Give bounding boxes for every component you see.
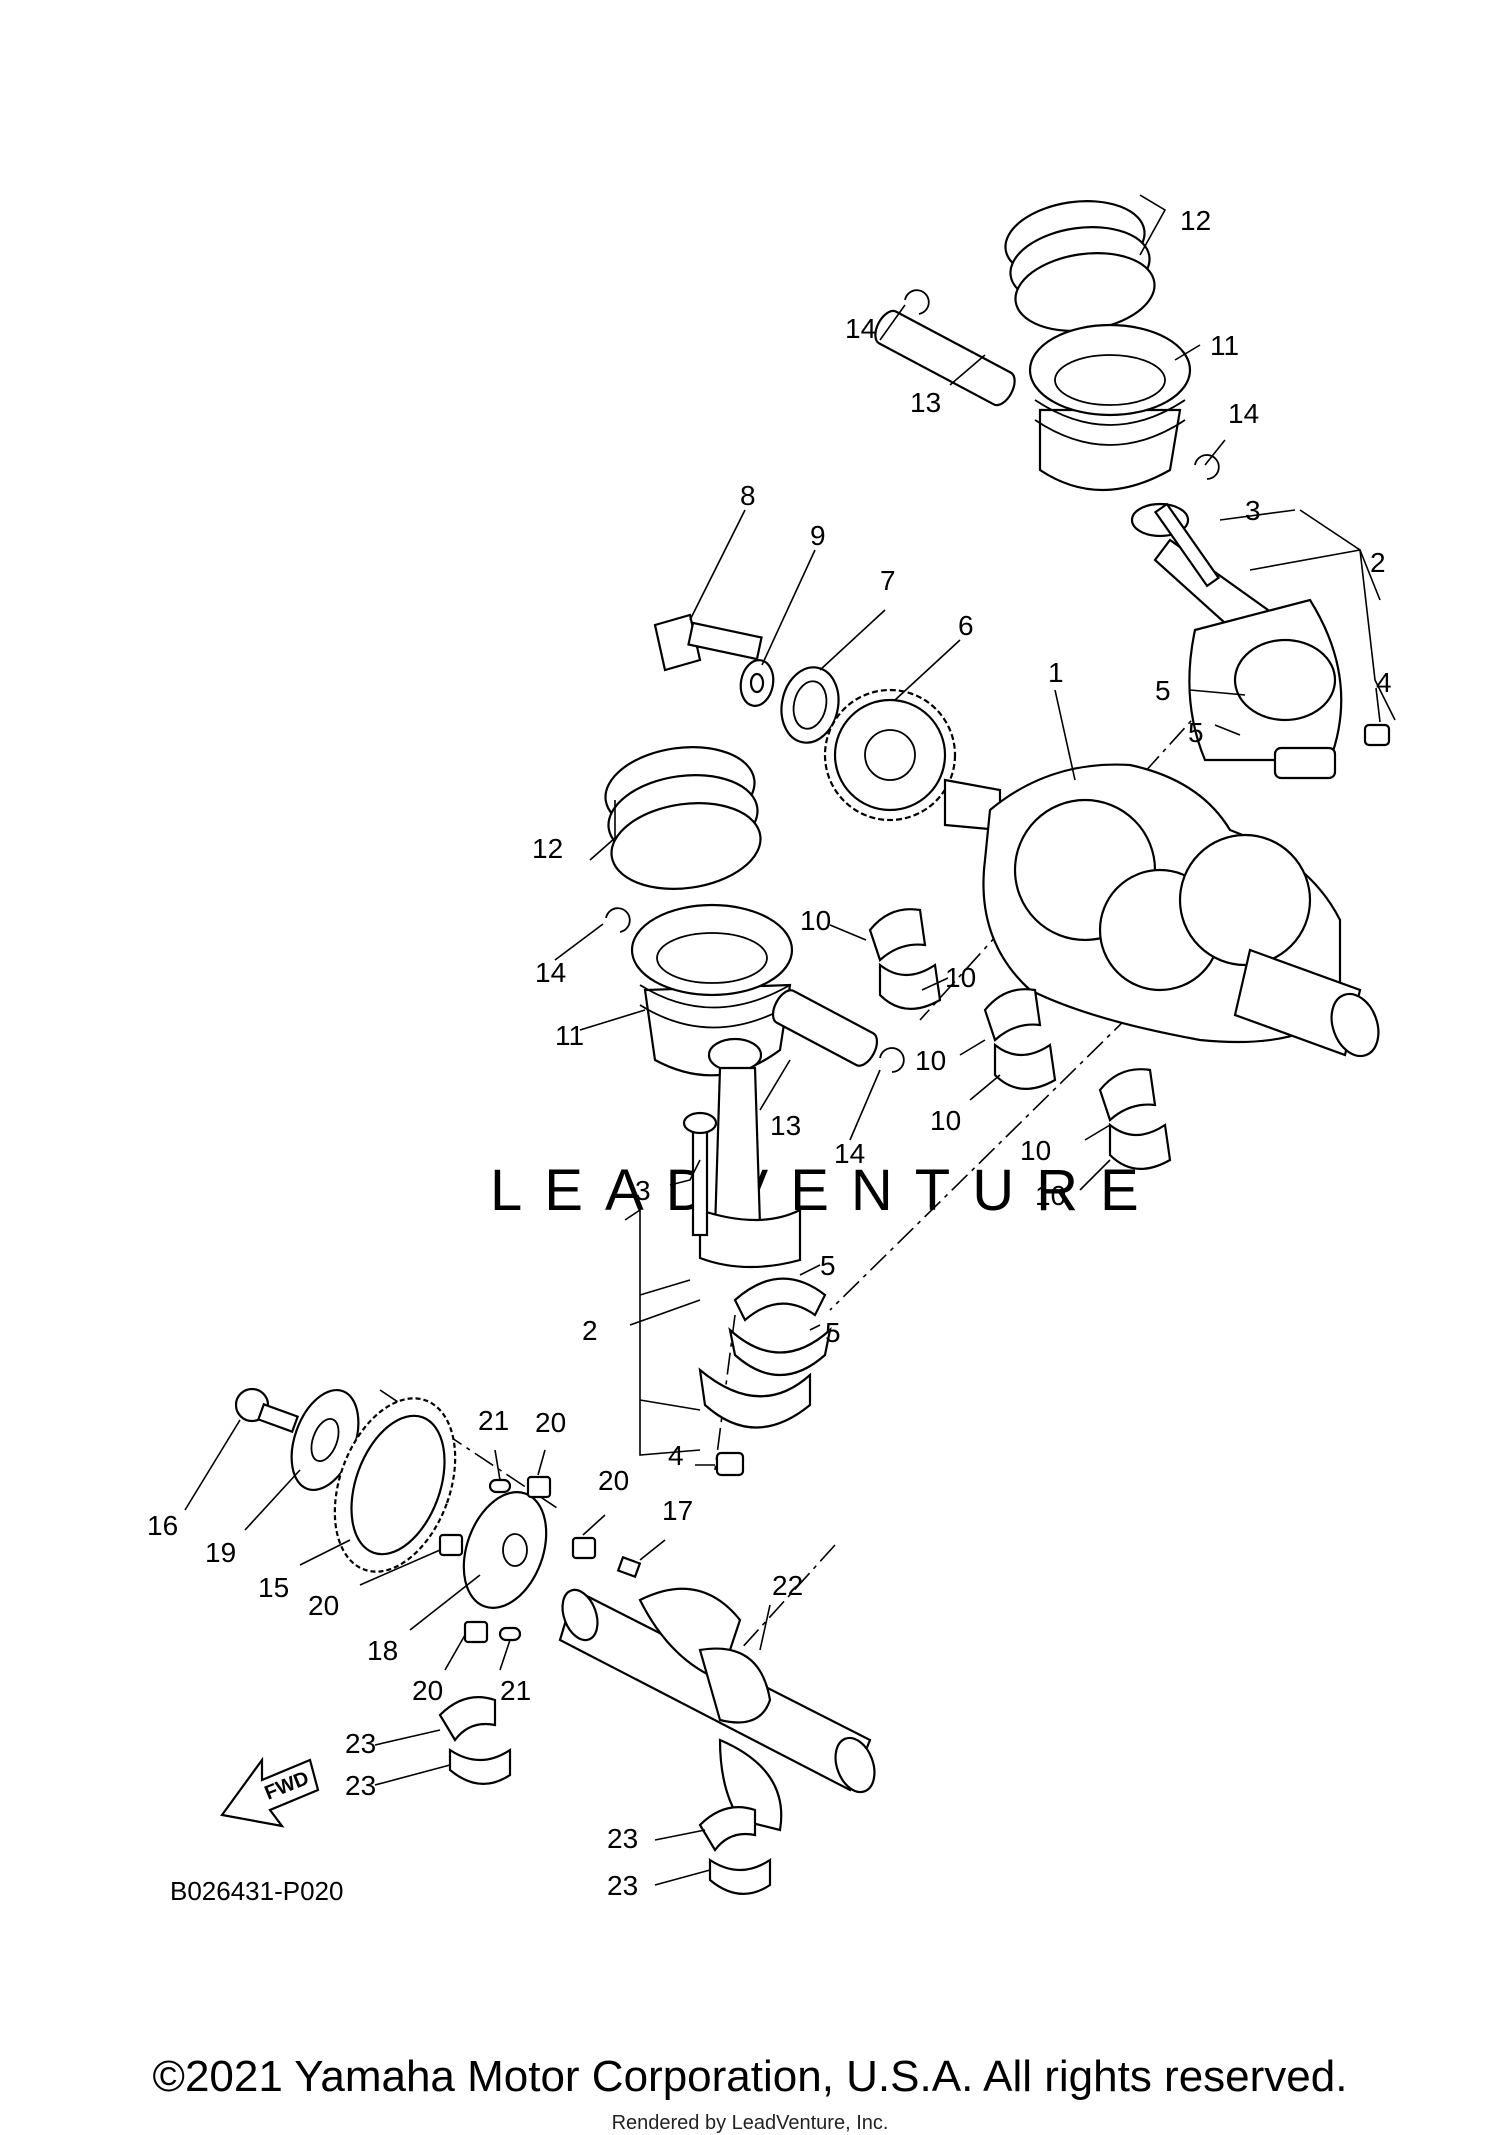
piston-rings-left — [604, 746, 762, 890]
diagram-code: B026431-P020 — [170, 1876, 344, 1906]
callout: 6 — [958, 610, 974, 641]
callout: 10 — [945, 962, 976, 993]
rendered-by-text: Rendered by LeadVenture, Inc. — [611, 2112, 889, 2134]
callout: 12 — [1180, 205, 1211, 236]
needle-bearing-7 — [780, 666, 840, 744]
crankshaft — [943, 763, 1380, 1058]
bearing-10-b — [983, 988, 1057, 1090]
fwd-arrow-icon: FWD — [220, 1756, 320, 1828]
bearing-10-c — [1098, 1068, 1172, 1170]
callout: 13 — [770, 1110, 801, 1141]
callout: 14 — [834, 1138, 865, 1169]
callout: 5 — [825, 1317, 841, 1348]
callout: 15 — [258, 1572, 289, 1603]
washer-9 — [739, 659, 775, 707]
callout: 23 — [607, 1870, 638, 1901]
watermark: LEADVENTURE — [490, 1158, 1161, 1223]
gear-15 — [333, 1397, 457, 1573]
callout: 12 — [532, 833, 563, 864]
piston-pin-right — [874, 309, 1016, 407]
rod-bolt-right — [1153, 502, 1221, 588]
callouts: 12 14 13 11 14 3 2 5 5 4 8 9 7 6 1 12 10… — [147, 205, 1392, 1901]
rod-bolt-left — [682, 1111, 718, 1237]
callout: 20 — [598, 1465, 629, 1496]
callout: 20 — [308, 1590, 339, 1621]
gear-6 — [823, 688, 957, 822]
callout: 3 — [635, 1175, 651, 1206]
circlip-right — [1194, 454, 1220, 480]
key-17 — [616, 1555, 642, 1579]
callout: 3 — [1245, 495, 1261, 526]
circlip-upper-left — [904, 289, 930, 315]
callout: 4 — [1376, 667, 1392, 698]
bearing-10-a — [868, 908, 942, 1010]
callout: 16 — [147, 1510, 178, 1541]
callout: 17 — [662, 1495, 693, 1526]
piston-right — [1028, 323, 1192, 491]
nut-right — [1363, 723, 1391, 747]
callout: 20 — [412, 1675, 443, 1706]
bolt-16 — [234, 1387, 300, 1434]
copyright-text: ©2021 Yamaha Motor Corporation, U.S.A. A… — [152, 2052, 1348, 2101]
callout: 5 — [1155, 675, 1171, 706]
crank-centerline — [919, 699, 1211, 1021]
callout: 5 — [1188, 717, 1204, 748]
piston-rings-right — [1004, 200, 1156, 332]
balancer-centerline-2 — [739, 1544, 836, 1651]
connecting-rod-right — [1130, 502, 1343, 780]
balancer-shaft-22 — [558, 1587, 876, 1832]
bearings-23-right — [698, 1806, 772, 1895]
piston-pin-left — [771, 989, 879, 1067]
callout: 10 — [1020, 1135, 1051, 1166]
callout: 10 — [930, 1105, 961, 1136]
callout: 20 — [535, 1407, 566, 1438]
leader-lines — [184, 194, 1396, 1886]
callout: 2 — [582, 1315, 598, 1346]
callout: 22 — [772, 1570, 803, 1601]
callout: 21 — [478, 1405, 509, 1436]
callout: 23 — [607, 1823, 638, 1854]
callout: 23 — [345, 1728, 376, 1759]
callout: 4 — [668, 1440, 684, 1471]
connecting-rod-left — [698, 1037, 812, 1429]
callout: 10 — [800, 905, 831, 936]
damper-18 — [462, 1491, 548, 1609]
circlip-left-lower — [879, 1047, 905, 1073]
callout: 11 — [1210, 330, 1239, 361]
springs-20 — [438, 1475, 597, 1644]
callout: 10 — [915, 1045, 946, 1076]
callout: 18 — [367, 1635, 398, 1666]
callout: 1 — [1048, 657, 1064, 688]
bolt-8 — [653, 613, 763, 672]
callout: 10 — [1035, 1180, 1066, 1211]
bearing-5-left — [728, 1277, 832, 1376]
callout: 14 — [535, 957, 566, 988]
crank-centerline-2 — [829, 1014, 1131, 1311]
callout: 19 — [205, 1537, 236, 1568]
callout: 21 — [500, 1675, 531, 1706]
callout: 14 — [845, 313, 876, 344]
nut-left — [715, 1451, 745, 1477]
circlip-left-upper — [605, 907, 631, 933]
callout: 23 — [345, 1770, 376, 1801]
pins-21 — [488, 1478, 522, 1642]
bearings-23-left — [438, 1696, 512, 1785]
callout: 14 — [1228, 398, 1259, 429]
callout: 9 — [810, 520, 826, 551]
callout: 8 — [740, 480, 756, 511]
callout: 11 — [555, 1020, 584, 1051]
callout: 7 — [880, 565, 896, 596]
callout: 5 — [820, 1250, 836, 1281]
callout: 13 — [910, 387, 941, 418]
callout: 2 — [1370, 547, 1386, 578]
